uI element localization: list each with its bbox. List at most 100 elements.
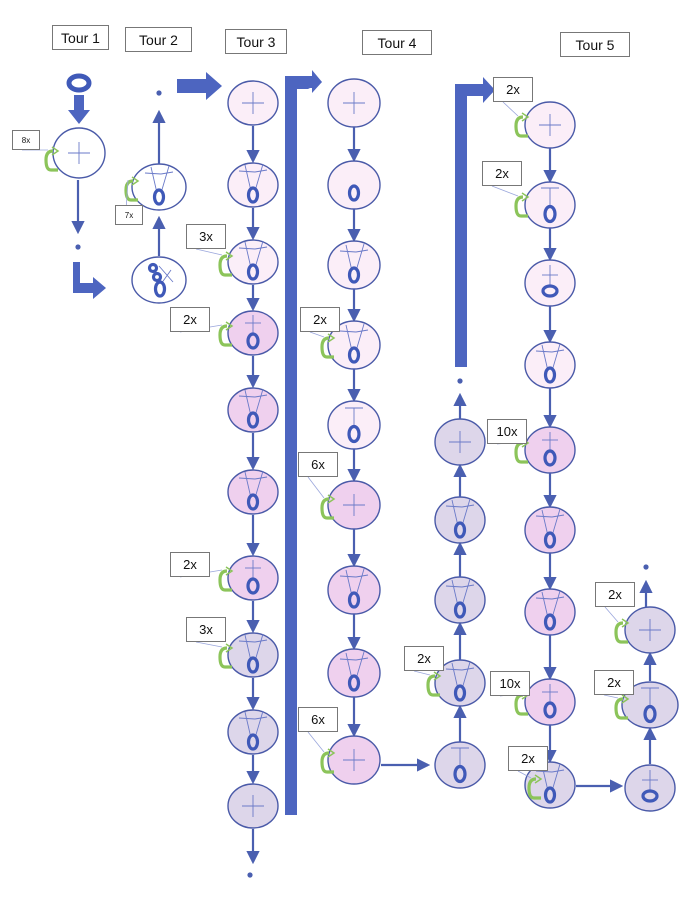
- stitch-node: [624, 606, 676, 654]
- repeat-count-label: 2x: [482, 161, 522, 186]
- leader-line: [195, 641, 223, 648]
- repeat-arrow-icon: [124, 179, 138, 202]
- t-stitch-icon: [345, 407, 363, 427]
- repeat-arrow-icon: [218, 254, 232, 277]
- ring-icon: [541, 284, 559, 298]
- ring-icon: [453, 601, 467, 619]
- node-circle: [227, 632, 279, 678]
- leader-line: [195, 248, 223, 256]
- stitch-node: [524, 506, 576, 554]
- leader-line: [309, 331, 325, 338]
- repeat-count-label: 6x: [298, 452, 338, 477]
- repeat-count-label: 2x: [508, 746, 548, 771]
- leader-line: [307, 731, 325, 753]
- right-arrow-icon: [177, 72, 222, 100]
- ring-icon: [453, 521, 467, 539]
- repeat-arrow-icon: [320, 336, 334, 359]
- magic-ring-icon: [66, 73, 92, 93]
- repeat-arrowhead: [534, 774, 543, 784]
- v-stitch-icon: [445, 578, 475, 607]
- stitch-node: [131, 256, 187, 304]
- stitch-node: [327, 480, 381, 530]
- stitch-node: [131, 163, 187, 211]
- stitch-node: [227, 310, 279, 356]
- v-stitch-icon: [238, 163, 268, 192]
- dot-icon: [247, 872, 253, 878]
- tour-label: Tour 1: [52, 25, 109, 50]
- stitch-node: [624, 764, 676, 812]
- stitch-node: [524, 341, 576, 389]
- v-stitch-icon: [445, 498, 475, 527]
- repeat-arrow-icon: [514, 195, 528, 218]
- dot-icon: [643, 564, 649, 570]
- stitch-node: [227, 709, 279, 755]
- v-stitch-icon: [238, 388, 268, 417]
- stitch-node: [327, 400, 381, 450]
- v-stitch-icon: [535, 343, 565, 372]
- ring-icon: [152, 188, 166, 206]
- node-circle: [227, 469, 279, 515]
- v-stitch-icon: [238, 633, 268, 662]
- ring-icon: [543, 613, 557, 631]
- stitch-node: [434, 741, 486, 789]
- repeat-arrowhead: [327, 333, 336, 343]
- repeat-arrowhead: [327, 494, 336, 504]
- turn-arrow-icon: [73, 262, 106, 299]
- repeat-count-label: 10x: [490, 671, 530, 696]
- ring-icon: [543, 366, 557, 384]
- ring-icon: [543, 531, 557, 549]
- repeat-count-label: 2x: [493, 77, 533, 102]
- ring-icon: [347, 591, 361, 609]
- repeat-arrow-icon: [320, 497, 334, 520]
- repeat-count-label: 2x: [404, 646, 444, 671]
- tour-label: Tour 3: [225, 29, 287, 54]
- ring-icon: [347, 674, 361, 692]
- stitch-node: [52, 127, 106, 179]
- ring-icon: [347, 266, 361, 284]
- v-stitch-icon: [238, 240, 268, 269]
- ring-icon: [347, 184, 361, 202]
- repeat-arrow-icon: [514, 115, 528, 138]
- stitch-node: [227, 162, 279, 208]
- v-stitch-icon: [445, 661, 475, 690]
- stitch-node: [327, 240, 381, 290]
- t-stitch-icon: [541, 187, 559, 207]
- transition-bar: [455, 96, 467, 367]
- v-stitch-icon: [238, 470, 268, 499]
- ring-icon: [246, 656, 260, 674]
- down-arrow-icon: [68, 95, 90, 124]
- dot-icon: [156, 90, 162, 96]
- repeat-count-label: 10x: [487, 419, 527, 444]
- ring-icon: [643, 704, 657, 724]
- stitch-node: [621, 681, 679, 729]
- ring-icon: [246, 577, 260, 595]
- repeat-arrow-icon: [527, 777, 541, 800]
- repeat-count-label: 2x: [595, 582, 635, 607]
- stitch-node: [524, 678, 576, 726]
- ring-icon: [641, 789, 659, 803]
- ring-icon: [246, 186, 260, 204]
- stitch-node: [327, 78, 381, 128]
- leader-line: [502, 101, 519, 117]
- repeat-count-label: 2x: [170, 552, 210, 577]
- node-circle: [227, 387, 279, 433]
- ring-icon: [147, 262, 159, 274]
- stitch-node: [434, 496, 486, 544]
- repeat-arrow-icon: [614, 697, 628, 720]
- repeat-arrowhead: [51, 146, 60, 156]
- t-stitch-icon: [451, 747, 469, 767]
- leader-line: [604, 606, 619, 623]
- node-circle: [227, 162, 279, 208]
- repeat-arrowhead: [621, 618, 630, 628]
- ring-icon: [151, 271, 163, 283]
- repeat-arrow-icon: [218, 324, 232, 347]
- repeat-arrowhead: [225, 251, 234, 261]
- stitch-node: [434, 418, 486, 466]
- ring-icon: [246, 733, 260, 751]
- node-circle: [227, 709, 279, 755]
- stitch-node: [524, 259, 576, 307]
- stitch-node: [327, 565, 381, 615]
- stitch-node: [227, 80, 279, 126]
- stitch-node: [227, 239, 279, 285]
- repeat-arrowhead: [225, 643, 234, 653]
